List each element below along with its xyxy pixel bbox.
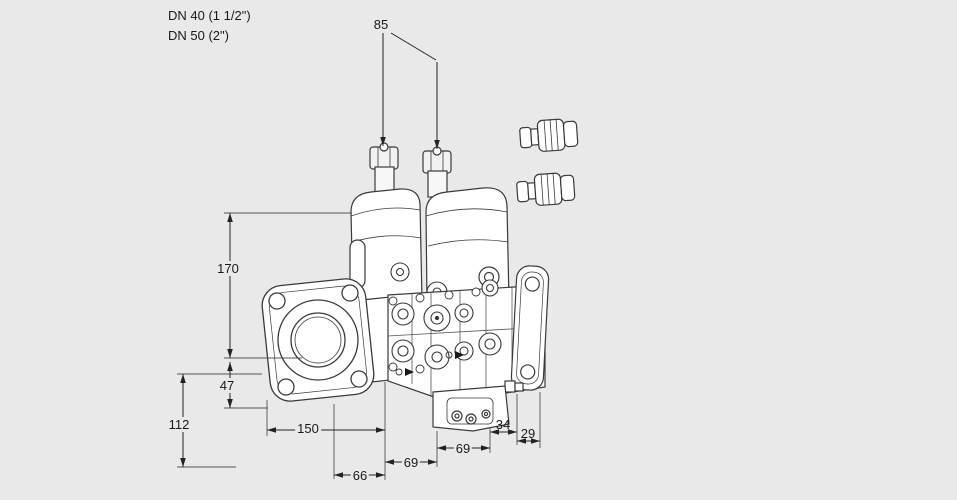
lower-block — [432, 380, 524, 432]
flow-arrow-icon — [455, 351, 464, 359]
body-ports — [388, 279, 502, 376]
dim-69-right-label: 69 — [453, 441, 473, 456]
flange-left — [261, 278, 375, 402]
dim-150-label: 150 — [295, 421, 321, 436]
spare-fitting-top — [519, 118, 579, 152]
spare-fitting-bottom — [516, 172, 576, 206]
flange-right — [510, 265, 550, 391]
test-nipple — [504, 380, 516, 393]
dim-85-label: 85 — [373, 17, 389, 32]
dim-66-label: 66 — [350, 468, 370, 483]
dim-112-label: 112 — [166, 417, 192, 432]
dimension-arrows — [180, 137, 540, 478]
actuator-right — [422, 146, 510, 303]
dim-170-label: 170 — [215, 261, 241, 276]
dim-47-label: 47 — [217, 378, 237, 393]
flow-arrow-icon — [405, 368, 414, 376]
dim-69-left-label: 69 — [401, 455, 421, 470]
label-dn-40: DN 40 (1 1/2") — [168, 8, 251, 23]
dim-29-label: 29 — [520, 426, 536, 441]
actuator-left — [349, 142, 423, 301]
dim-34-label: 34 — [495, 417, 511, 432]
label-dn-50: DN 50 (2") — [168, 28, 229, 43]
